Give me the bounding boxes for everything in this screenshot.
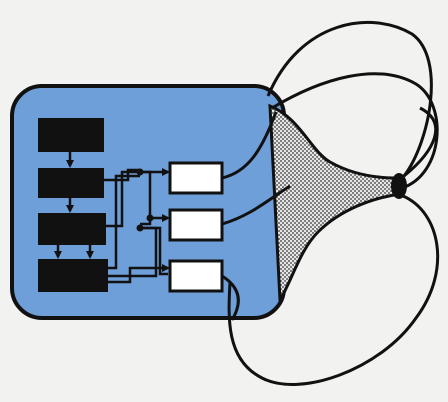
wire-loops: [227, 21, 440, 386]
connection-wires: [104, 168, 170, 284]
dark-block-1: [38, 118, 104, 152]
output-block-3: [168, 259, 224, 293]
dark-block-2: [38, 168, 104, 198]
output-block-2: [168, 208, 224, 242]
cable-funnel: [268, 103, 402, 305]
output-wires: [221, 111, 291, 321]
cable-knot: [391, 173, 407, 199]
output-block-1: [168, 161, 224, 195]
block-arrows: [54, 152, 94, 259]
dark-block-4: [38, 259, 108, 292]
wire-junctions: [136, 168, 154, 232]
dark-block-3: [38, 213, 106, 245]
